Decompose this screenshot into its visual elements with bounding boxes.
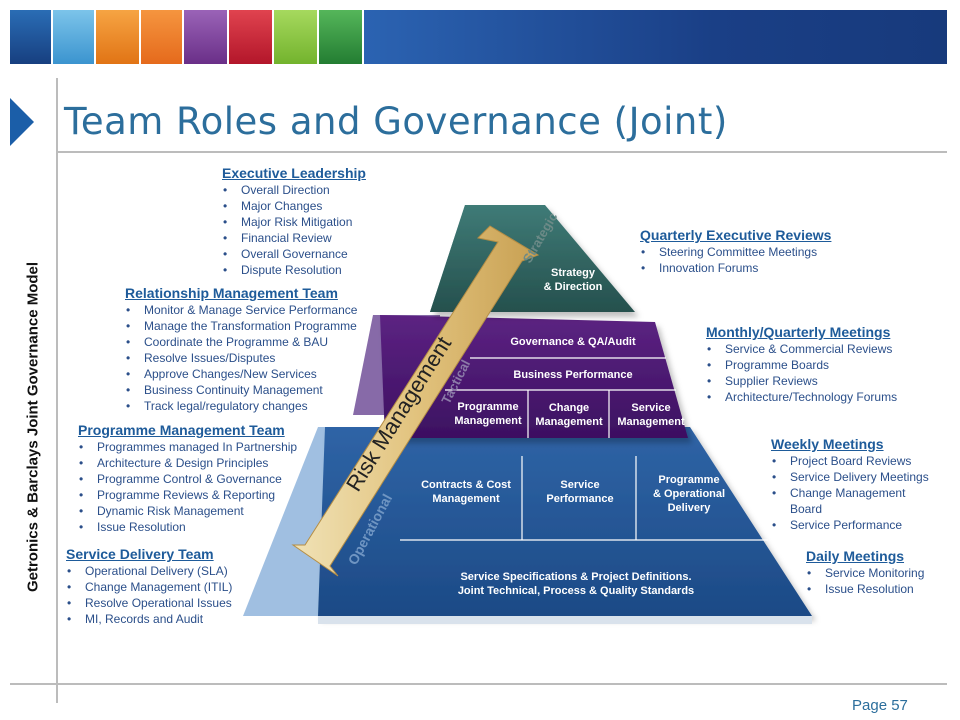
service-performance-cell: Service bbox=[560, 479, 599, 491]
list-item: Major Changes bbox=[222, 198, 366, 214]
color-tile bbox=[184, 10, 227, 64]
list-item: Business Continuity Management bbox=[125, 382, 357, 398]
relationship-management-block: Relationship Management Team Monitor & M… bbox=[125, 285, 357, 414]
list-item: Programme Boards bbox=[706, 357, 897, 373]
list-item: Dispute Resolution bbox=[222, 262, 366, 278]
list-item: Service Performance bbox=[771, 517, 949, 533]
contracts-cost-cell: Contracts & Cost bbox=[421, 479, 511, 491]
programme-operational-cell: Delivery bbox=[668, 502, 712, 514]
service-performance-cell: Performance bbox=[546, 493, 613, 505]
color-tile bbox=[319, 10, 362, 64]
list-item: Monitor & Manage Service Performance bbox=[125, 302, 357, 318]
list-item: Coordinate the Programme & BAU bbox=[125, 334, 357, 350]
color-tile bbox=[10, 10, 51, 64]
list-item: Financial Review bbox=[222, 230, 366, 246]
monthly-quarterly-meetings-block: Monthly/Quarterly Meetings Service & Com… bbox=[706, 324, 897, 405]
risk-management-arrow bbox=[291, 225, 540, 577]
executive-leadership-block: Executive Leadership Overall Direction M… bbox=[222, 165, 366, 278]
page-title: Team Roles and Governance (Joint) bbox=[64, 100, 728, 143]
list-item: Change Management (ITIL) bbox=[66, 579, 232, 595]
list-item: Architecture/Technology Forums bbox=[706, 389, 897, 405]
footer-divider bbox=[10, 683, 947, 685]
operational-tier bbox=[318, 427, 812, 616]
daily-meetings-block: Daily Meetings Service Monitoring Issue … bbox=[806, 548, 924, 597]
list-item: Supplier Reviews bbox=[706, 373, 897, 389]
list-item: Overall Direction bbox=[222, 182, 366, 198]
service-management-cell: Management bbox=[617, 416, 685, 428]
governance-qa-audit: Governance & QA/Audit bbox=[510, 336, 636, 348]
list-item: Service Delivery Meetings bbox=[771, 469, 949, 485]
change-management-cell: Change bbox=[549, 402, 589, 414]
color-tile bbox=[274, 10, 317, 64]
list-item: Programme Control & Governance bbox=[78, 471, 297, 487]
programme-operational-cell: Programme bbox=[658, 474, 719, 486]
title-chevron-icon bbox=[10, 98, 34, 146]
list-item: Track legal/regulatory changes bbox=[125, 398, 357, 414]
programme-management-cell: Programme bbox=[457, 401, 518, 413]
block-heading: Weekly Meetings bbox=[771, 436, 884, 452]
header-blue-band bbox=[364, 10, 947, 64]
service-delivery-block: Service Delivery Team Operational Delive… bbox=[66, 546, 232, 627]
list-item: Manage the Transformation Programme bbox=[125, 318, 357, 334]
strategy-direction-line: & Direction bbox=[544, 281, 603, 293]
operational-base-shadow bbox=[318, 616, 812, 624]
block-heading: Service Delivery Team bbox=[66, 546, 214, 562]
strategy-direction-line: Strategy bbox=[551, 267, 596, 279]
list-item: Approve Changes/New Services bbox=[125, 366, 357, 382]
business-performance: Business Performance bbox=[513, 369, 632, 381]
service-specifications-line: Joint Technical, Process & Quality Stand… bbox=[458, 585, 694, 597]
programme-management-block: Programme Management Team Programmes man… bbox=[78, 422, 297, 535]
list-item: Overall Governance bbox=[222, 246, 366, 262]
title-divider bbox=[57, 151, 947, 153]
programme-operational-cell: & Operational bbox=[653, 488, 725, 500]
list-item: Resolve Issues/Disputes bbox=[125, 350, 357, 366]
contracts-cost-cell: Management bbox=[432, 493, 500, 505]
list-item: Service & Commercial Reviews bbox=[706, 341, 897, 357]
list-item: Change Management Board bbox=[771, 485, 915, 517]
list-item: Project Board Reviews bbox=[771, 453, 949, 469]
block-heading: Programme Management Team bbox=[78, 422, 285, 438]
block-heading: Monthly/Quarterly Meetings bbox=[706, 324, 891, 340]
list-item: Resolve Operational Issues bbox=[66, 595, 232, 611]
list-item: Architecture & Design Principles bbox=[78, 455, 297, 471]
block-heading: Executive Leadership bbox=[222, 165, 366, 181]
block-heading: Daily Meetings bbox=[806, 548, 905, 564]
quarterly-executive-reviews-block: Quarterly Executive Reviews Steering Com… bbox=[640, 227, 831, 276]
color-tile bbox=[229, 10, 272, 64]
color-tile bbox=[141, 10, 182, 64]
change-management-cell: Management bbox=[535, 416, 603, 428]
list-item: Issue Resolution bbox=[78, 519, 297, 535]
block-heading: Relationship Management Team bbox=[125, 285, 338, 301]
weekly-meetings-block: Weekly Meetings Project Board Reviews Se… bbox=[771, 436, 949, 533]
programme-management-cell: Management bbox=[454, 415, 522, 427]
list-item: Service Monitoring bbox=[806, 565, 924, 581]
service-management-cell: Service bbox=[631, 402, 670, 414]
list-item: Operational Delivery (SLA) bbox=[66, 563, 232, 579]
color-tile bbox=[53, 10, 94, 64]
list-item: Dynamic Risk Management bbox=[78, 503, 297, 519]
block-heading: Quarterly Executive Reviews bbox=[640, 227, 832, 243]
list-item: Major Risk Mitigation bbox=[222, 214, 366, 230]
list-item: Innovation Forums bbox=[640, 260, 831, 276]
list-item: Programmes managed In Partnership bbox=[78, 439, 297, 455]
service-specifications-line: Service Specifications & Project Definit… bbox=[460, 571, 691, 583]
list-item: MI, Records and Audit bbox=[66, 611, 232, 627]
color-tile bbox=[96, 10, 139, 64]
list-item: Programme Reviews & Reporting bbox=[78, 487, 297, 503]
header-color-band bbox=[10, 10, 947, 64]
list-item: Issue Resolution bbox=[806, 581, 924, 597]
left-divider bbox=[56, 78, 58, 703]
page-number: Page 57 bbox=[852, 697, 908, 714]
list-item: Steering Committee Meetings bbox=[640, 244, 831, 260]
